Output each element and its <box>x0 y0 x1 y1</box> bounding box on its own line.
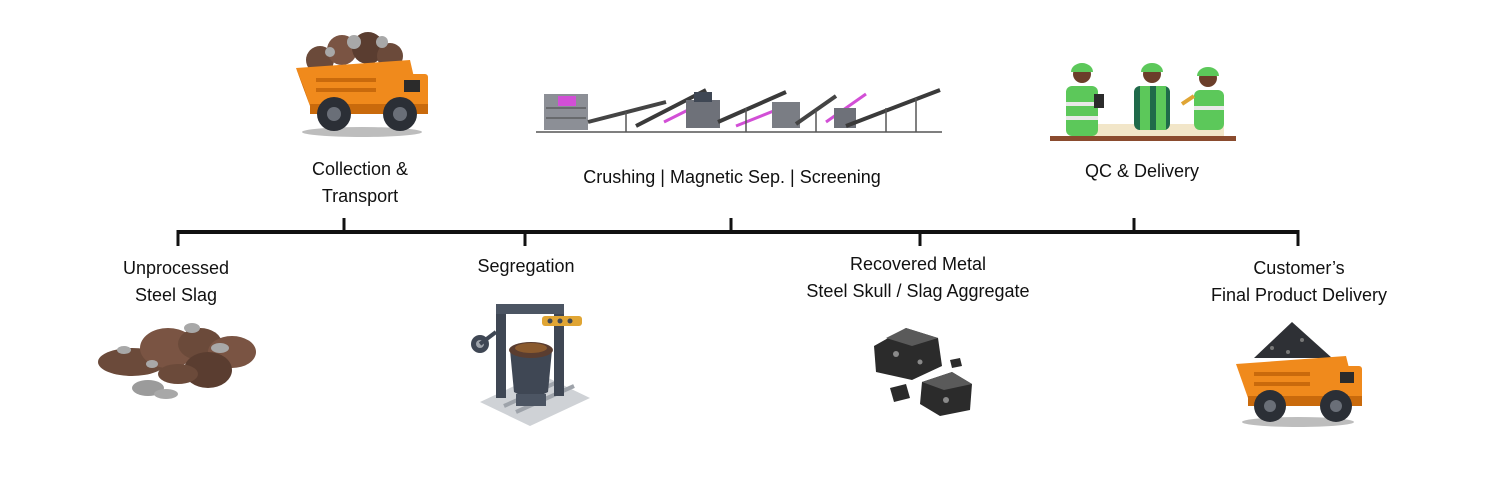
step-label-segregation: Segregation <box>477 256 575 276</box>
step-label-qc: QC & Delivery <box>1084 161 1200 181</box>
step-label-customer: Customer’s Final Product Delivery <box>1210 258 1388 305</box>
step-label-processing: Crushing | Magnetic Sep. | Screening <box>583 167 881 187</box>
delivery-truck-icon <box>1236 322 1362 427</box>
step-label-collection: Collection & Transport <box>311 159 409 206</box>
ladle-furnace-icon <box>471 304 590 426</box>
dump-truck-icon <box>296 32 428 137</box>
processing-plant-icon <box>536 88 942 133</box>
inspection-workers-icon <box>1050 63 1236 141</box>
step-label-recovered: Recovered Metal Steel Skull / Slag Aggre… <box>806 254 1030 301</box>
step-label-unprocessed: Unprocessed Steel Slag <box>122 258 230 305</box>
metal-chunks-icon <box>874 328 972 416</box>
slag-pile-icon <box>98 323 256 399</box>
